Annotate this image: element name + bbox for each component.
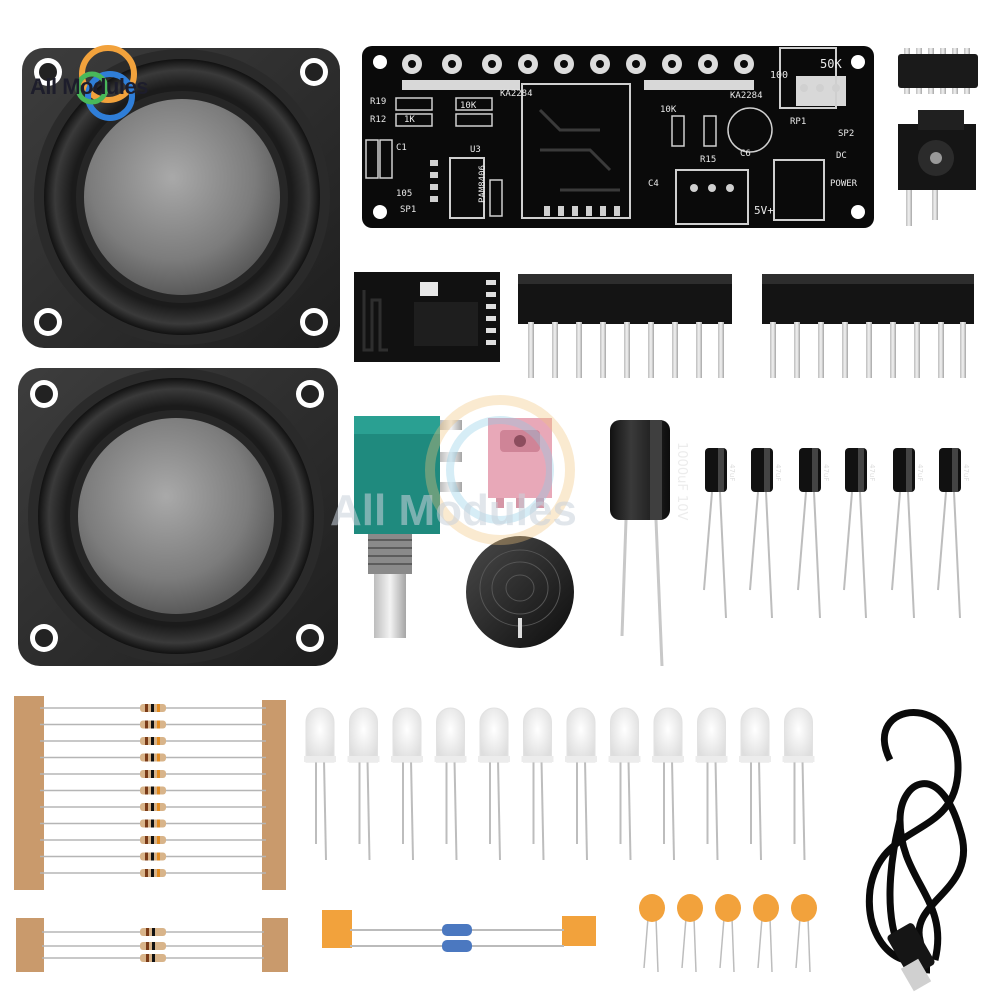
resistor-strip-large bbox=[14, 696, 286, 890]
resistor bbox=[40, 770, 266, 778]
small-capacitor-label: 47uF bbox=[962, 464, 970, 481]
audio-jack bbox=[488, 418, 552, 508]
pcb-label-r19: R19 bbox=[370, 97, 386, 107]
small-capacitor: 47uF bbox=[891, 448, 924, 619]
resistor bbox=[40, 852, 266, 861]
resistor bbox=[40, 786, 266, 795]
resistor-strip-small bbox=[16, 918, 288, 972]
usb-cable bbox=[865, 709, 968, 992]
resistor bbox=[40, 720, 266, 729]
main-pcb: 100 50K R19 R12 1K 10K C1 10K 105 SP1 PA… bbox=[362, 46, 874, 228]
led bbox=[304, 707, 336, 861]
small-capacitor-label: 47uF bbox=[774, 464, 782, 481]
potentiometer bbox=[354, 416, 462, 638]
ceramic-capacitor bbox=[715, 894, 741, 973]
pcb-label-50k: 50K bbox=[820, 57, 842, 71]
volume-knob bbox=[466, 536, 574, 648]
small-capacitor-label: 47uF bbox=[916, 464, 924, 481]
bluetooth-module bbox=[354, 272, 500, 362]
pcb-label-r12: R12 bbox=[370, 115, 386, 125]
brand-logo-text: All Modules bbox=[30, 74, 148, 99]
watermark-logo bbox=[425, 395, 575, 545]
resistor bbox=[40, 753, 266, 762]
dc-power-jack bbox=[898, 110, 976, 226]
led bbox=[347, 707, 380, 861]
pcb-label-1k: 1K bbox=[404, 115, 415, 125]
pcb-label-u3: U3 bbox=[470, 145, 481, 155]
led bbox=[521, 707, 554, 861]
led bbox=[652, 707, 684, 861]
brand-logo bbox=[75, 45, 137, 121]
pcb-label-c6: C6 bbox=[740, 149, 751, 159]
ceramic-capacitor bbox=[677, 894, 703, 973]
led bbox=[391, 707, 423, 861]
small-capacitor: 47uF bbox=[797, 448, 830, 619]
pcb-label-ka2284-a: KA2284 bbox=[500, 89, 533, 99]
led bbox=[695, 707, 728, 861]
pcb-label-5v: 5V+ bbox=[754, 204, 774, 217]
pcb-label-r15: R15 bbox=[700, 155, 716, 165]
pcb-label-10k-b: 10K bbox=[660, 105, 677, 115]
pcb-label-10k: 10K bbox=[460, 101, 477, 111]
pcb-label-ka2284-b: KA2284 bbox=[730, 91, 763, 101]
led bbox=[608, 707, 641, 861]
small-capacitor-label: 47uF bbox=[728, 464, 736, 481]
resistor bbox=[42, 928, 264, 936]
pcb-label-c1: C1 bbox=[396, 143, 407, 153]
ic-chip bbox=[898, 48, 978, 94]
pcb-label-sp2: SP2 bbox=[838, 129, 854, 139]
resistor bbox=[40, 704, 266, 712]
pcb-label-pam8406: PAM8406 bbox=[478, 165, 488, 203]
pcb-label-dc: DC bbox=[836, 151, 847, 161]
led bbox=[739, 707, 771, 861]
resistor bbox=[40, 836, 266, 844]
pin-header-left bbox=[518, 274, 732, 378]
pcb-label-power: POWER bbox=[830, 179, 858, 189]
small-capacitor: 47uF bbox=[937, 448, 970, 619]
ceramic-capacitor bbox=[791, 894, 817, 973]
small-capacitor: 47uF bbox=[843, 448, 876, 619]
ceramic-capacitors bbox=[639, 894, 817, 973]
pcb-label-c4: C4 bbox=[648, 179, 659, 189]
watermark-text: All Modules bbox=[330, 486, 577, 535]
led bbox=[434, 707, 467, 861]
pcb-label-rp1: RP1 bbox=[790, 117, 806, 127]
small-capacitor: 47uF bbox=[703, 448, 736, 619]
pcb-label-100: 100 bbox=[770, 70, 788, 81]
small-capacitors: 47uF 47uF 47uF 47uF 47uF 47uF bbox=[703, 448, 970, 619]
small-capacitor-label: 47uF bbox=[868, 464, 876, 481]
speaker-bottom bbox=[18, 368, 338, 666]
led bbox=[565, 707, 597, 861]
small-capacitor: 47uF bbox=[749, 448, 782, 619]
resistor bbox=[42, 954, 264, 962]
pcb-label-sp1: SP1 bbox=[400, 205, 416, 215]
pcb-label-105: 105 bbox=[396, 189, 412, 199]
leds bbox=[304, 707, 815, 861]
resistor-strip-blue bbox=[322, 910, 596, 952]
resistor bbox=[40, 803, 266, 811]
resistor bbox=[40, 737, 266, 745]
resistor bbox=[40, 869, 266, 877]
pin-header-right bbox=[762, 274, 974, 378]
led bbox=[782, 707, 815, 861]
ceramic-capacitor bbox=[639, 894, 665, 973]
small-capacitor-label: 47uF bbox=[822, 464, 830, 481]
resistor bbox=[40, 819, 266, 828]
ceramic-capacitor bbox=[753, 894, 779, 973]
resistor bbox=[42, 942, 264, 950]
capacitor-label: 1000uF 10V bbox=[674, 442, 689, 520]
speaker-top bbox=[22, 48, 340, 348]
led bbox=[478, 707, 510, 861]
electrolytic-capacitor-1000uf: 1000uF 10V bbox=[610, 420, 689, 667]
